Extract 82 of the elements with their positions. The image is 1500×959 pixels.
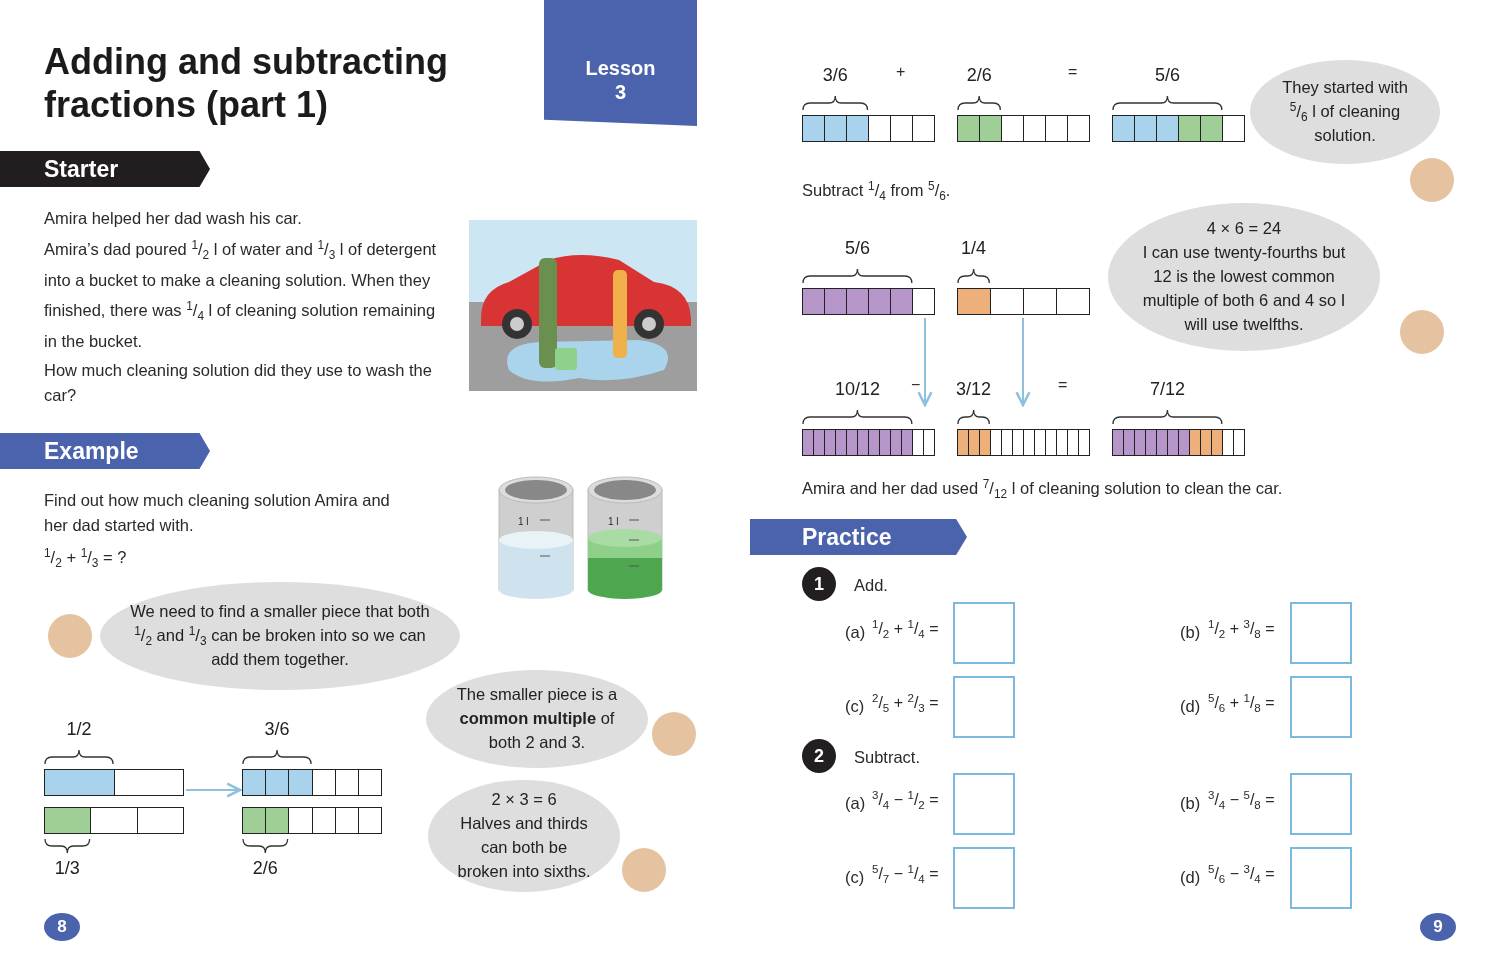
fraction-bar [957, 288, 1090, 315]
item-letter: (d) [1180, 867, 1201, 888]
fraction-label: 3/6 [821, 65, 849, 86]
page-number: 9 [1420, 913, 1456, 941]
fraction-label: 7/12 [1148, 379, 1186, 400]
fraction-bar [44, 769, 184, 796]
equation: $^{5}$/$_{7}$ − $^{1}$/$_{4}$ = [872, 862, 939, 886]
equation: $^{5}$/$_{6}$ − $^{3}$/$_{4}$ = [1208, 862, 1275, 886]
fraction-label: 2/6 [251, 858, 279, 879]
fraction-bar [242, 769, 382, 796]
item-letter: (b) [1180, 793, 1201, 814]
section-banner: Practice [750, 519, 967, 555]
operator-sign: = [1058, 375, 1068, 395]
item-letter: (b) [1180, 622, 1201, 643]
equation: $^{5}$/$_{6}$ + $^{1}$/$_{8}$ = [1208, 691, 1275, 715]
lesson-tab: Lesson 3 [544, 0, 697, 126]
fraction-label: 3/12 [955, 379, 993, 400]
fraction-bar [44, 807, 184, 834]
item-letter: (a) [845, 622, 866, 643]
arrow [1015, 317, 1031, 407]
answer-box [1290, 773, 1352, 835]
fraction-bar [1112, 429, 1245, 456]
speech-text: 2 × 3 = 6 [491, 789, 557, 811]
fraction-bar [1112, 115, 1245, 142]
fraction-label: 1/2 [65, 719, 93, 740]
step-number: 2 [802, 739, 836, 773]
fraction-label: 5/6 [1153, 65, 1181, 86]
body-text: Subtract $^{1}$/$_{4}$ from $^{5}$/$_{6}$. [802, 178, 951, 203]
scale-label: 1 l [518, 515, 529, 529]
item-letter: (a) [845, 793, 866, 814]
answer-box [1290, 602, 1352, 664]
page-number: 8 [44, 913, 80, 941]
equation: $^{1}$/$_{2}$ + $^{1}$/$_{4}$ = [872, 617, 939, 641]
speech-text: I can use twenty-fourths but 12 is the lowest common multiple of both 6 and 4 so I will use twelfths. [1141, 242, 1347, 335]
fraction-bar [802, 429, 935, 456]
speech-text: Halves and thirds can both be broken into sixths. [456, 813, 592, 882]
speech-text: We need to find a smaller piece that both $^{1}$/$_{2}$ and $^{1}$/$_{3}$ can be broken into so we can add them together. [129, 601, 431, 670]
equation: $^{2}$/$_{5}$ + $^{2}$/$_{3}$ = [872, 691, 939, 715]
equation: $^{1}$/$_{2}$ + $^{3}$/$_{8}$ = [1208, 617, 1275, 641]
body-text: Amira and her dad used $^{7}$/$_{12}$ l of cleaning solution to clean the car. [802, 476, 1283, 501]
fraction-label: 3/6 [263, 719, 291, 740]
answer-box [953, 847, 1015, 909]
fraction-label: 10/12 [833, 379, 881, 400]
fraction-bar [242, 807, 382, 834]
answer-box [953, 773, 1015, 835]
equation: $^{3}$/$_{4}$ − $^{1}$/$_{2}$ = [872, 788, 939, 812]
step-number: 1 [802, 567, 836, 601]
fraction-bar [957, 429, 1090, 456]
fraction-bar [957, 115, 1090, 142]
fraction-bar [802, 115, 935, 142]
item-letter: (c) [845, 867, 865, 888]
answer-box [953, 602, 1015, 664]
arrow [917, 317, 933, 407]
body-text: Amira helped her dad wash his car. [44, 208, 303, 229]
speech-text: 4 × 6 = 24 [1206, 218, 1282, 240]
item-letter: (c) [845, 696, 865, 717]
item-letter: (d) [1180, 696, 1201, 717]
arrow [185, 782, 242, 798]
body-text: Find out how much cleaning solution Amira and her dad started with. [44, 490, 391, 536]
fraction-label: 2/6 [965, 65, 993, 86]
operator-sign: − [911, 375, 921, 395]
page-title: Adding and subtracting fractions (part 1) [44, 40, 449, 126]
equation: $^{1}$/$_{2}$ + $^{1}$/$_{3}$ = ? [44, 545, 127, 570]
body-text: How much cleaning solution did they use to wash the car? [44, 360, 433, 406]
equation: $^{3}$/$_{4}$ − $^{5}$/$_{8}$ = [1208, 788, 1275, 812]
operator-sign: = [1068, 62, 1078, 82]
operator-sign: + [896, 62, 906, 82]
section-banner: Example [0, 433, 210, 469]
body-text: Amira’s dad poured $^{1}$/$_{2}$ l of water and $^{1}$/$_{3}$ l of detergent into a bucket to make a cleaning solution. When they finished, there was $^{1}$/$_{4}$ l of cleaning solution remaining in the bucket. [44, 236, 438, 352]
section-banner: Starter [0, 151, 210, 187]
fraction-label: 5/6 [843, 238, 871, 259]
fraction-bar [802, 288, 935, 315]
scale-label: 1 l [608, 515, 619, 529]
instruction-text: Subtract. [854, 747, 921, 768]
fraction-label: 1/4 [960, 238, 988, 259]
answer-box [1290, 847, 1352, 909]
speech-text: They started with $^{5}$/$_{6}$ l of cleaning solution. [1281, 77, 1409, 146]
instruction-text: Add. [854, 575, 888, 596]
speech-text: The smaller piece is a common multiple of both 2 and 3. [455, 684, 619, 753]
answer-box [953, 676, 1015, 738]
answer-box [1290, 676, 1352, 738]
fraction-label: 1/3 [53, 858, 81, 879]
